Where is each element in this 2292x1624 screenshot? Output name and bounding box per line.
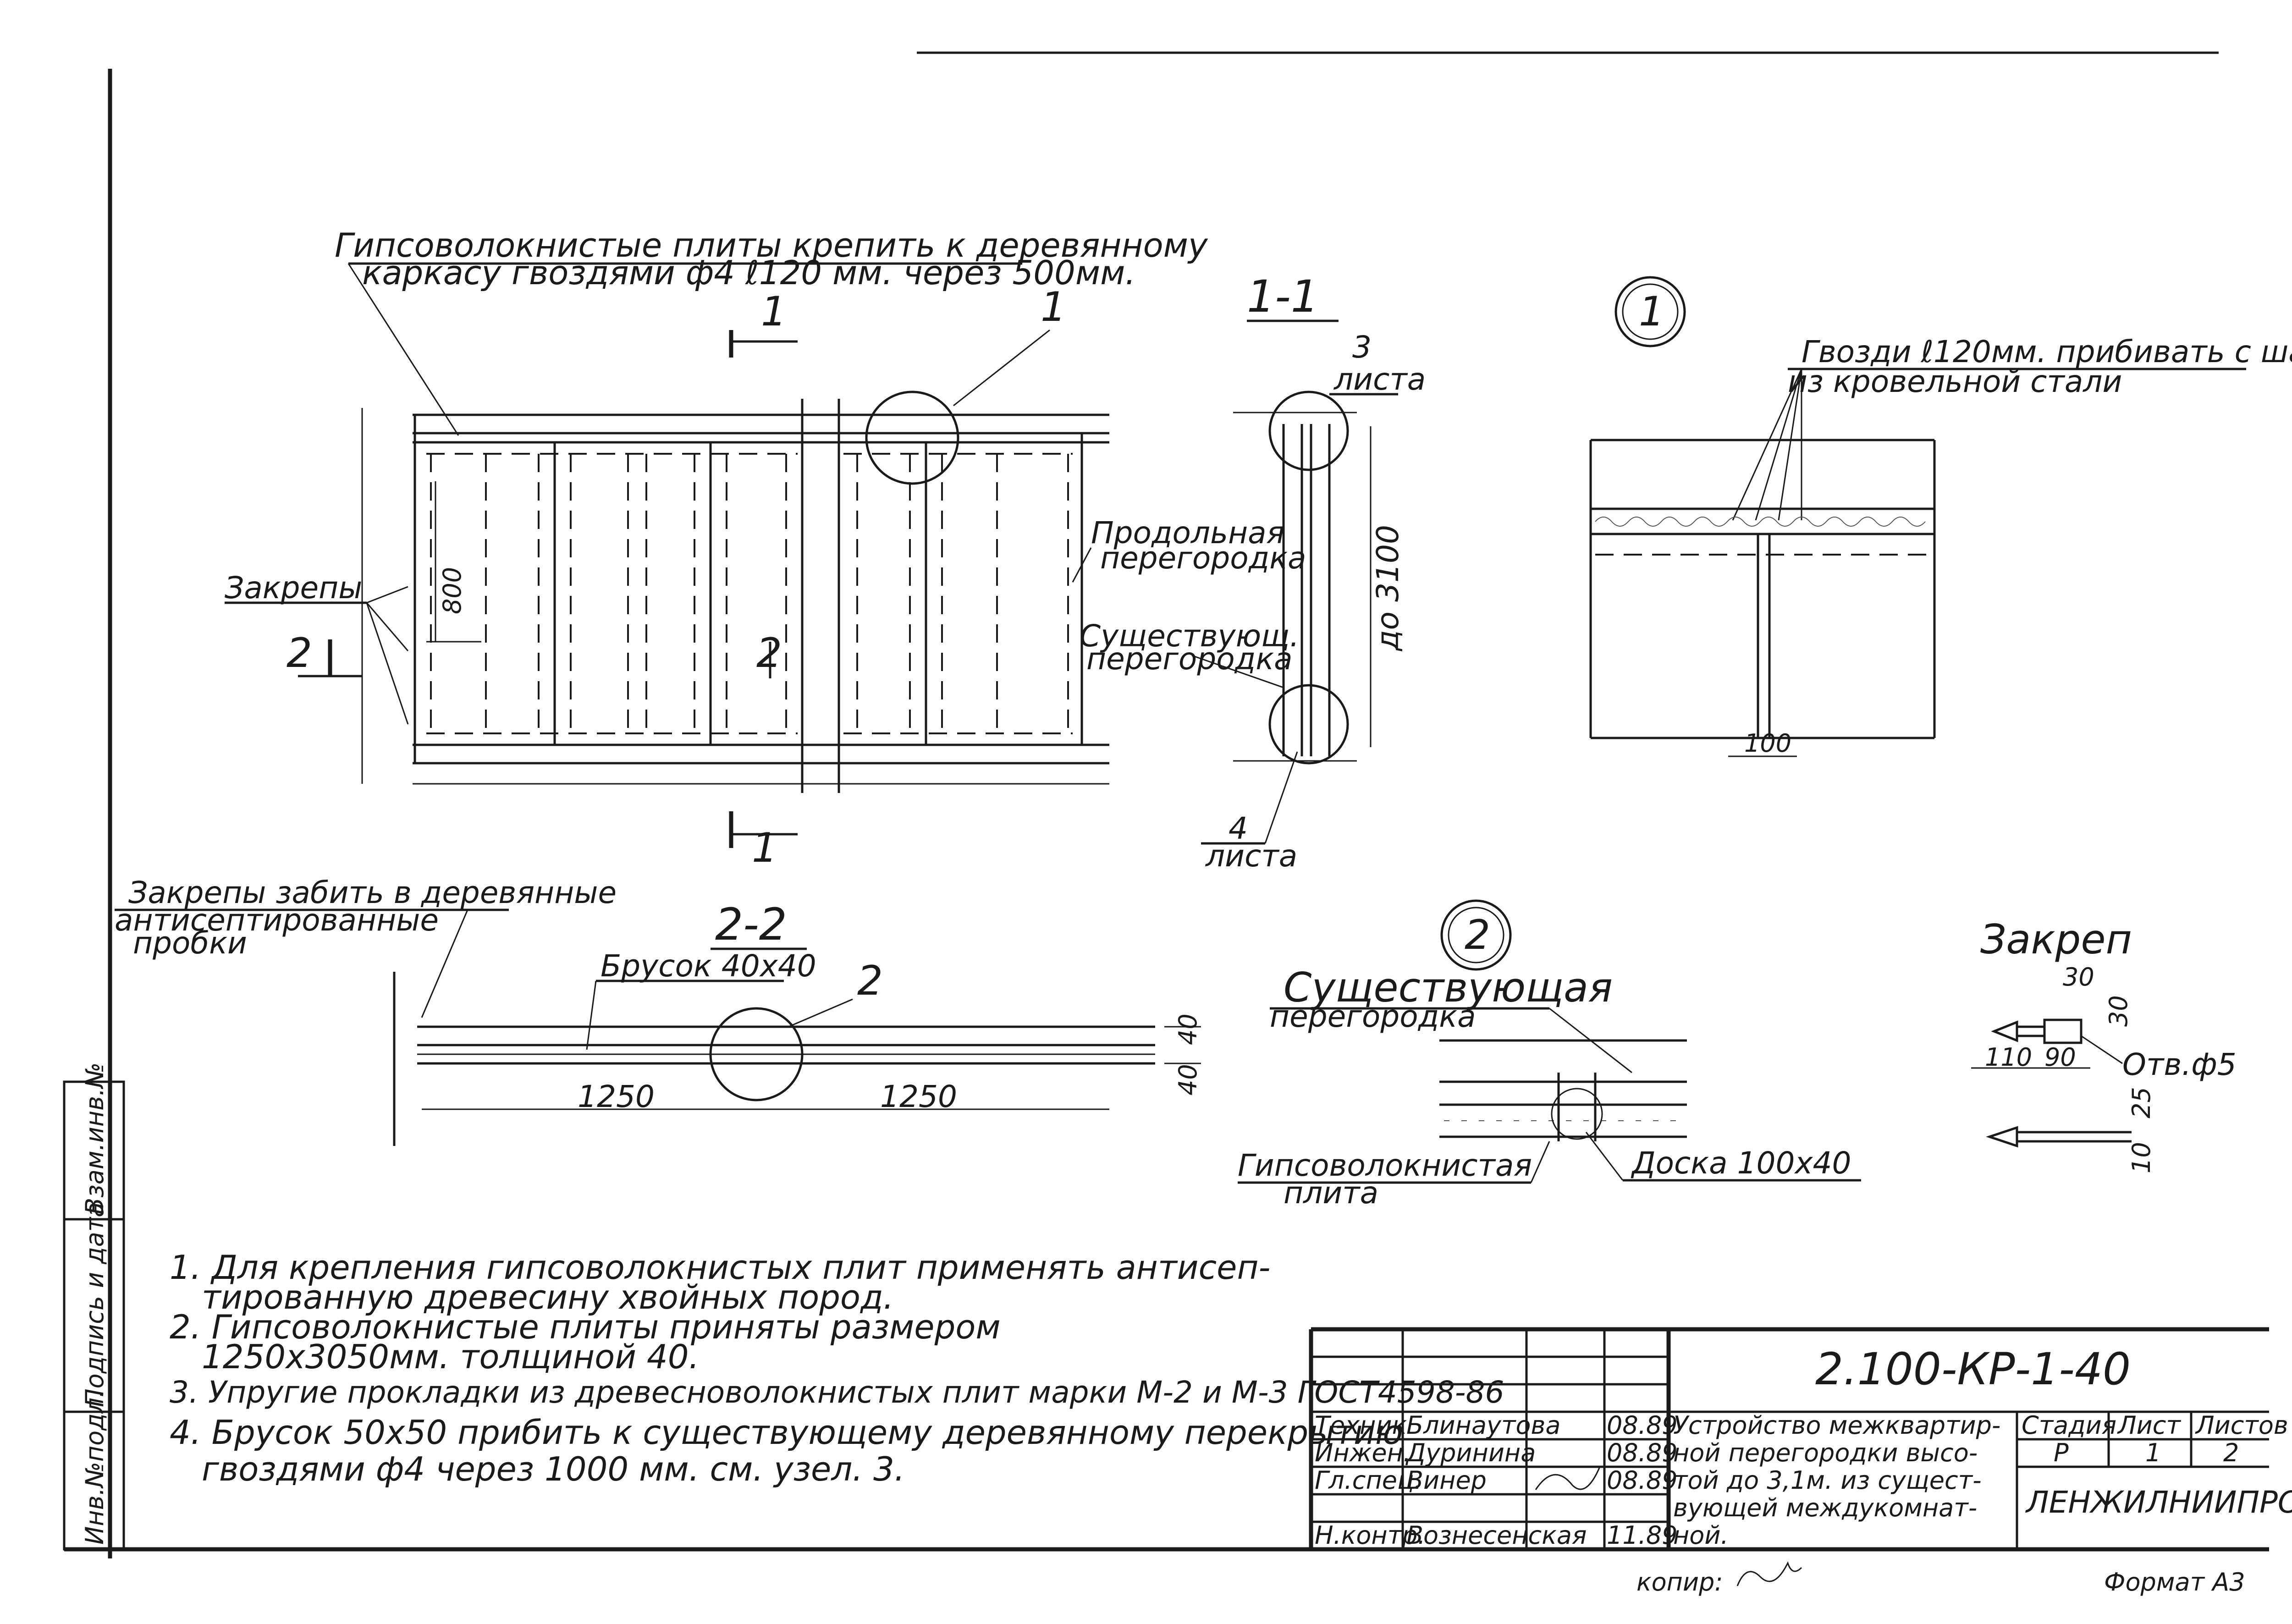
stamp-inv-podl: Инв.№подл. [80, 1390, 109, 1545]
note-2-line-2: 1250х3050мм. толщиной 40. [202, 1338, 699, 1376]
role-3: Гл.спец. [1315, 1466, 1422, 1495]
role-1: Техник [1315, 1411, 1407, 1440]
section-1-marks: 1 1 2 2 [286, 288, 798, 871]
section-1-top-label: 1 [761, 288, 787, 335]
section-1-1-title: 1-1 [1247, 271, 1319, 322]
label-doska: Доска 100х40 [1631, 1145, 1851, 1181]
role-2: Инжен. [1315, 1438, 1411, 1467]
label-zakrepy-zabit-1: Закрепы забить в деревянные [128, 875, 617, 910]
desc-line-3: той до 3,1м. из сущест- [1673, 1466, 1982, 1495]
callout-2: 2 [857, 957, 883, 1004]
label-sushch-full-2: перегородка [1270, 999, 1476, 1034]
desc-line-1: Устройство межквартир- [1673, 1411, 2000, 1440]
dim-do-3100: до 3100 [1370, 525, 1405, 651]
node-1-label: 1 [1639, 288, 1664, 335]
stage-value: Р [2054, 1438, 2069, 1467]
dim-800: 800 [438, 567, 467, 614]
section-2-2-title: 2-2 [715, 899, 787, 950]
sheets-value: 2 [2223, 1438, 2239, 1467]
zakrep-detail: Закреп 30 30 110 90 Отв.ф5 25 10 [1971, 916, 2237, 1173]
dim-10: 10 [2127, 1142, 2156, 1173]
label-zakrepy: Закрепы [225, 570, 362, 606]
label-brusok: Брусок 40х40 [601, 948, 816, 984]
callout-1: 1 [1041, 283, 1066, 330]
label-zakrepy-zabit-2: антисептированные [115, 903, 439, 938]
node-2-label: 2 [1465, 911, 1490, 958]
general-notes: 1. Для крепления гипсоволокнистых плит п… [170, 1248, 1504, 1488]
stage-header: Стадия [2022, 1411, 2116, 1440]
dim-40-b: 40 [1174, 1064, 1202, 1096]
dim-1250-a: 1250 [578, 1079, 655, 1114]
kopiroval-signature [1736, 1561, 1802, 1586]
node-1-detail: 1 Гвозди ℓ120мм. прибивать с шагом из кр… [1589, 276, 2292, 758]
dim-1250-b: 1250 [880, 1079, 957, 1114]
callout-3: 3 [1352, 330, 1372, 365]
label-gvp-2: плита [1284, 1175, 1378, 1211]
org-name: ЛЕНЖИЛНИИПРОЕКТ [2025, 1485, 2292, 1520]
desc-line-5: ной. [1673, 1521, 1729, 1550]
label-prodolnaya-1: Продольная [1091, 515, 1284, 551]
date-4: 11.89 [1607, 1521, 1678, 1550]
signature-mark [1535, 1466, 1601, 1490]
note-1-line-2: тированную древесину хвойных пород. [202, 1278, 894, 1316]
label-sushch-2: перегородка [1086, 641, 1293, 677]
section-2-left-label: 2 [286, 629, 312, 677]
dim-90: 90 [2044, 1043, 2076, 1072]
sheets-header: Листов [2195, 1411, 2288, 1440]
label-gvp-1: Гипсоволокнистая [1238, 1148, 1532, 1183]
note-1-line-1: 1. Для крепления гипсоволокнистых плит п… [170, 1248, 1271, 1287]
label-zakrepy-zabit-3: пробки [133, 925, 247, 961]
top-note-line-2: каркасу гвоздями ф4 ℓ120 мм. через 500мм… [362, 253, 1135, 292]
label-sushch-full-1: Существующая [1284, 964, 1613, 1011]
callout-4: 4 [1229, 811, 1248, 846]
stamp-vzam: Взам.инв.№ [80, 1062, 109, 1215]
bottom-strip: копир: Формат А3 [1636, 1561, 2245, 1596]
name-3: Винер [1406, 1466, 1487, 1495]
role-4: Н.контр. [1315, 1521, 1426, 1550]
section-2-right-label: 2 [756, 629, 782, 677]
section-1-bottom-label: 1 [752, 824, 777, 871]
stamp-podpis: Подпись и дата [80, 1202, 109, 1407]
label-sushch-1: Существующ. [1080, 618, 1299, 654]
dim-110: 110 [1985, 1043, 2032, 1072]
sheet-frame [64, 51, 2269, 1558]
note-4-line-2: гвоздями ф4 через 1000 мм. см. узел. 3. [202, 1450, 905, 1488]
desc-line-4: вующей междукомнат- [1673, 1493, 1977, 1522]
partition-elevation: 800 [361, 391, 1109, 1101]
kopiroval-label: копир: [1636, 1568, 1723, 1596]
label-zakrep: Закреп [1980, 916, 2132, 963]
format-label: Формат А3 [2104, 1568, 2245, 1596]
note-4-line-1: 4. Брусок 50х50 прибить к существующему … [170, 1413, 1403, 1452]
note-2-line-1: 2. Гипсоволокнистые плиты приняты размер… [170, 1308, 1001, 1346]
dim-25: 25 [2127, 1087, 2156, 1118]
name-1: Блинаутова [1406, 1411, 1560, 1440]
dim-30-top: 30 [2063, 963, 2094, 991]
desc-line-2: ной перегородки высо- [1673, 1438, 1978, 1467]
label-prodolnaya-2: перегородка [1100, 540, 1306, 576]
date-2: 08.89 [1607, 1438, 1678, 1467]
sheet-header: Лист [2117, 1411, 2181, 1440]
date-3: 08.89 [1607, 1466, 1678, 1495]
label-gvozdi-1: Гвозди ℓ120мм. прибивать с шагом [1802, 334, 2292, 369]
top-note-line-1: Гипсоволокнистые плиты крепить к деревян… [335, 226, 1208, 264]
section-1-1: 1-1 3 листа до 3100 Существующ. перегоро… [1080, 271, 1426, 874]
sheet-value: 1 [2145, 1438, 2161, 1467]
dim-30-side: 30 [2104, 995, 2133, 1027]
node-2-detail: 2 Существующая перегородка Гипсоволокнис… [1238, 899, 1861, 1211]
date-1: 08.89 [1607, 1411, 1678, 1440]
top-note: Гипсоволокнистые плиты крепить к деревян… [335, 226, 1208, 436]
note-3: 3. Упругие прокладки из древесноволокнис… [170, 1375, 1504, 1410]
label-otv: Отв.ф5 [2122, 1047, 2237, 1082]
dim-100: 100 [1744, 729, 1791, 758]
side-stamp: Инв.№подл. Подпись и дата Взам.инв.№ [63, 1062, 125, 1551]
name-4: Вознесенская [1406, 1521, 1587, 1550]
name-2: Дуринина [1405, 1438, 1536, 1467]
callout-3-sheet: листа [1333, 362, 1426, 397]
dim-40-a: 40 [1174, 1013, 1202, 1045]
section-2-2: Закрепы забить в деревянные антисептиров… [115, 875, 1202, 1146]
title-block: 2.100-КР-1-40 Техник Блинаутова 08.89 Ин… [1309, 1327, 2292, 1550]
doc-code: 2.100-КР-1-40 [1815, 1343, 2131, 1395]
elevation-labels: Закрепы Продольная перегородка 1 2 [225, 283, 1306, 1028]
